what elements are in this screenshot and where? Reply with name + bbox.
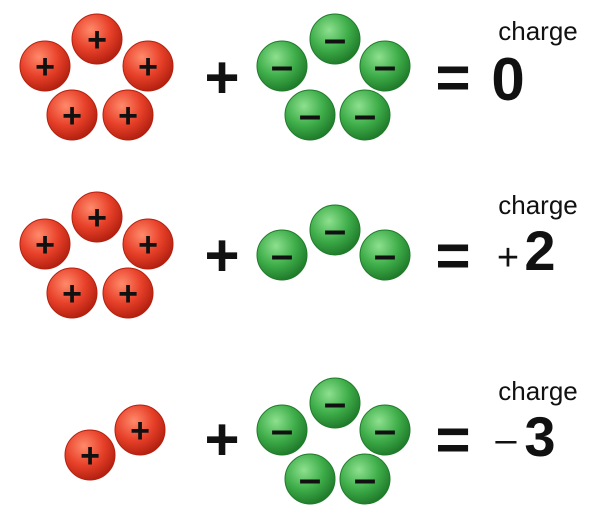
minus-symbol: – xyxy=(324,381,346,425)
plus-symbol: + xyxy=(118,97,138,135)
positive-particle: + xyxy=(46,89,98,141)
negative-particle: – xyxy=(256,404,308,456)
positive-particle: + xyxy=(71,191,123,243)
negative-particle-group-2: ––– xyxy=(256,204,411,281)
negative-ball-shape xyxy=(284,89,336,141)
equals-sign: = xyxy=(435,44,470,111)
minus-symbol: – xyxy=(374,233,396,277)
minus-symbol: – xyxy=(299,457,321,501)
minus-symbol: – xyxy=(374,44,396,88)
plus-operator: + xyxy=(204,44,239,111)
negative-ball-shape xyxy=(256,404,308,456)
negative-ball-shape xyxy=(309,204,361,256)
positive-ball-shape xyxy=(71,191,123,243)
equation-row-1: +++++ + ––––– = charge 0 xyxy=(19,13,578,141)
negative-particle: – xyxy=(256,40,308,92)
negative-particle: – xyxy=(359,40,411,92)
charge-sign: + xyxy=(497,237,519,279)
minus-symbol: – xyxy=(271,408,293,452)
positive-particle-group-2: +++++ xyxy=(19,191,174,319)
negative-ball-shape xyxy=(309,377,361,429)
negative-particle-group-1: ––––– xyxy=(256,13,411,141)
minus-symbol: – xyxy=(271,44,293,88)
positive-particle: + xyxy=(102,89,154,141)
equation-row-3: ++ + ––––– = charge – 3 xyxy=(64,376,578,505)
plus-symbol: + xyxy=(62,275,82,313)
negative-particle: – xyxy=(339,89,391,141)
plus-operator: + xyxy=(204,406,239,473)
positive-particle: + xyxy=(122,40,174,92)
plus-symbol: + xyxy=(138,48,158,86)
negative-particle: – xyxy=(309,204,361,256)
positive-ball-shape xyxy=(19,218,71,270)
positive-particle-group-3: ++ xyxy=(64,404,166,481)
minus-symbol: – xyxy=(299,93,321,137)
equals-sign: = xyxy=(435,222,470,289)
plus-symbol: + xyxy=(138,226,158,264)
plus-symbol: + xyxy=(80,437,100,475)
positive-ball-shape xyxy=(19,40,71,92)
negative-ball-shape xyxy=(359,40,411,92)
plus-symbol: + xyxy=(87,199,107,237)
positive-particle: + xyxy=(64,429,116,481)
minus-symbol: – xyxy=(354,457,376,501)
negative-particle: – xyxy=(359,229,411,281)
negative-particle: – xyxy=(359,404,411,456)
negative-ball-shape xyxy=(359,229,411,281)
negative-ball-shape xyxy=(256,229,308,281)
negative-ball-shape xyxy=(339,89,391,141)
charge-caption: charge xyxy=(498,376,578,406)
negative-particle: – xyxy=(284,89,336,141)
minus-symbol: – xyxy=(324,17,346,61)
charge-caption: charge xyxy=(498,16,578,46)
positive-ball-shape xyxy=(71,13,123,65)
plus-symbol: + xyxy=(118,275,138,313)
positive-particle: + xyxy=(114,404,166,456)
positive-ball-shape xyxy=(64,429,116,481)
minus-symbol: – xyxy=(324,208,346,252)
negative-particle: – xyxy=(339,453,391,505)
positive-ball-shape xyxy=(46,267,98,319)
negative-ball-shape xyxy=(339,453,391,505)
minus-symbol: – xyxy=(354,93,376,137)
negative-particle: – xyxy=(284,453,336,505)
positive-particle: + xyxy=(102,267,154,319)
charge-sign: – xyxy=(495,419,517,461)
plus-symbol: + xyxy=(87,21,107,59)
negative-ball-shape xyxy=(256,40,308,92)
plus-symbol: + xyxy=(35,48,55,86)
positive-particle: + xyxy=(19,218,71,270)
plus-symbol: + xyxy=(35,226,55,264)
positive-ball-shape xyxy=(122,40,174,92)
charge-value: 2 xyxy=(524,219,555,282)
positive-ball-shape xyxy=(46,89,98,141)
minus-symbol: – xyxy=(271,233,293,277)
plus-symbol: + xyxy=(62,97,82,135)
positive-particle: + xyxy=(122,218,174,270)
charge-value: 0 xyxy=(491,46,524,113)
positive-ball-shape xyxy=(102,267,154,319)
positive-particle: + xyxy=(19,40,71,92)
negative-particle: – xyxy=(309,13,361,65)
negative-particle: – xyxy=(256,229,308,281)
negative-ball-shape xyxy=(359,404,411,456)
plus-operator: + xyxy=(204,222,239,289)
positive-particle: + xyxy=(71,13,123,65)
positive-particle-group-1: +++++ xyxy=(19,13,174,141)
negative-particle: – xyxy=(309,377,361,429)
positive-particle: + xyxy=(46,267,98,319)
negative-ball-shape xyxy=(309,13,361,65)
charge-value: 3 xyxy=(524,405,555,468)
minus-symbol: – xyxy=(374,408,396,452)
positive-ball-shape xyxy=(114,404,166,456)
negative-ball-shape xyxy=(284,453,336,505)
equals-sign: = xyxy=(435,406,470,473)
plus-symbol: + xyxy=(130,412,150,450)
positive-ball-shape xyxy=(122,218,174,270)
negative-particle-group-3: ––––– xyxy=(256,377,411,505)
positive-ball-shape xyxy=(102,89,154,141)
charge-caption: charge xyxy=(498,190,578,220)
equation-row-2: +++++ + ––– = charge + 2 xyxy=(19,190,578,319)
